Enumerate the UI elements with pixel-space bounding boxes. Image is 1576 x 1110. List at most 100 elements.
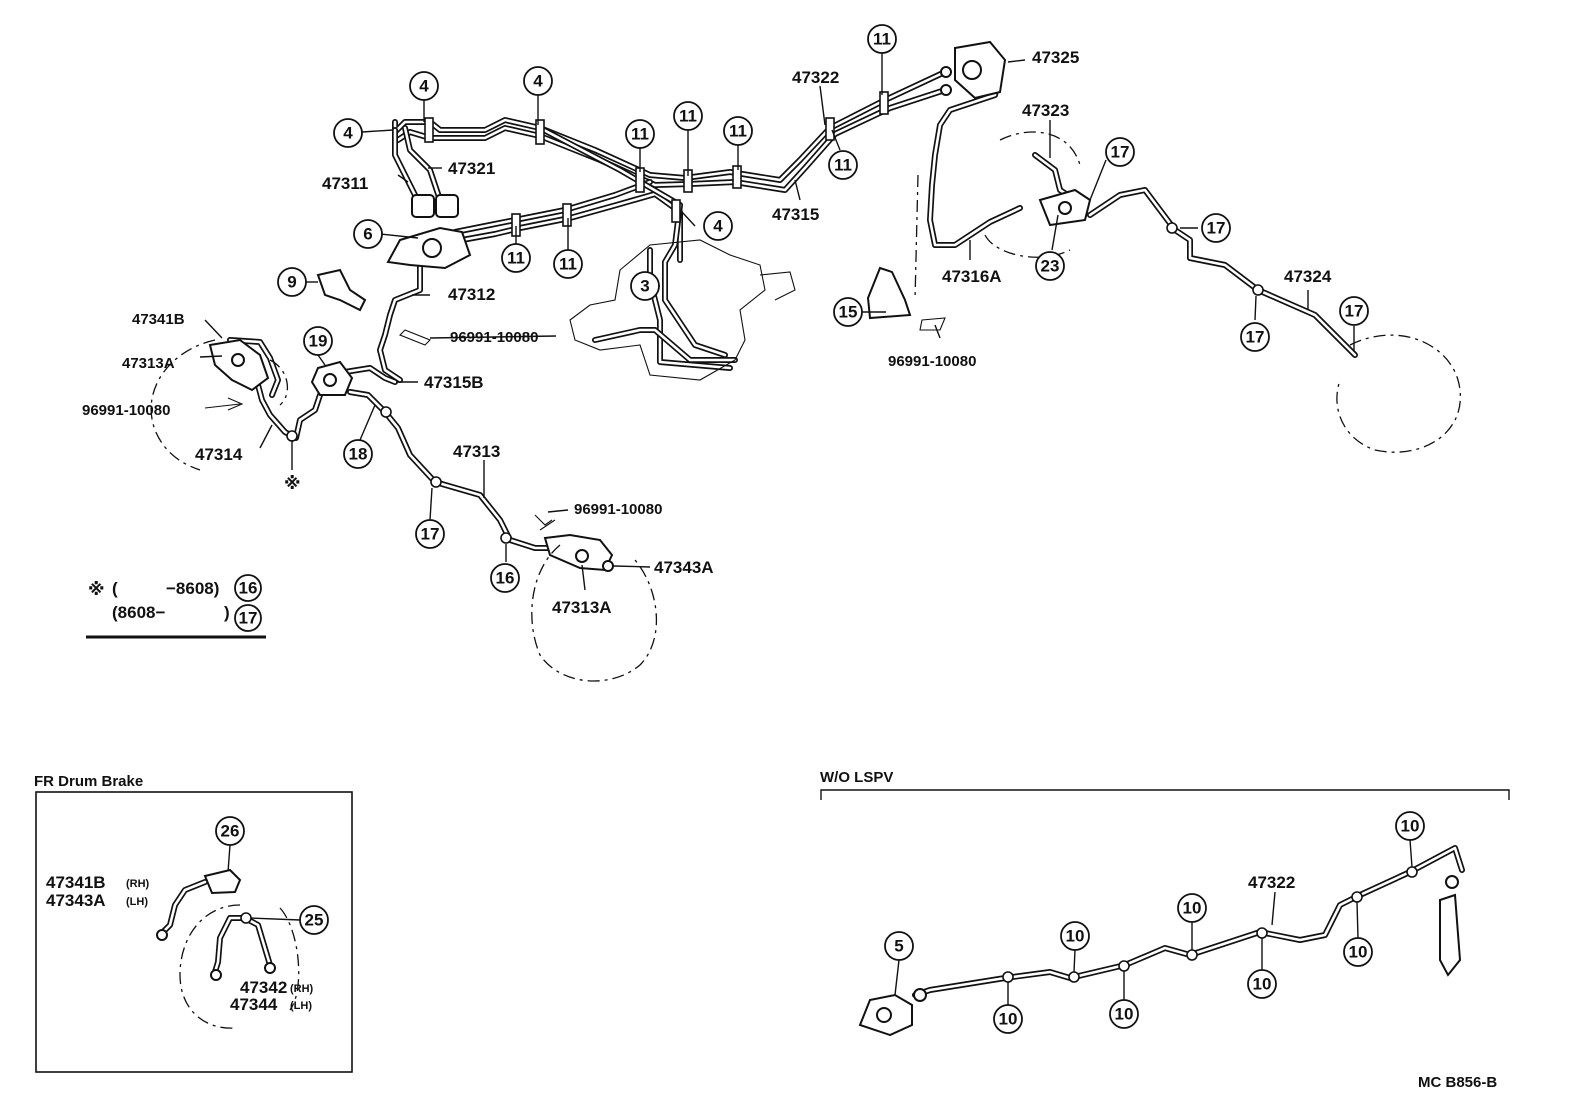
wo-lspv-inset: W/O LSPV 47322 5 10 10 10 (820, 769, 1510, 1037)
components (204, 40, 1092, 572)
svg-text:(LH): (LH) (126, 896, 148, 908)
svg-text:10: 10 (1401, 817, 1420, 836)
callout-4: 4 (409, 71, 439, 101)
svg-text:11: 11 (631, 125, 649, 144)
callout-11: 11 (553, 249, 583, 279)
svg-text:): ) (224, 603, 230, 622)
callout-17: 17 (1240, 322, 1270, 352)
callout-17: 17 (415, 519, 445, 549)
label-47315: 47315 (772, 205, 819, 224)
svg-text:11: 11 (873, 30, 891, 49)
fr-drum-brake-inset: FR Drum Brake 26 25 47341B (RH) 47343A (… (34, 773, 353, 1073)
label-47322: 47322 (792, 68, 839, 87)
callout-10: 10 (1060, 921, 1090, 951)
svg-text:16: 16 (239, 579, 258, 598)
label-47341b: 47341B (132, 311, 185, 328)
svg-text:17: 17 (239, 609, 258, 628)
svg-text:10: 10 (1066, 927, 1085, 946)
svg-text:47344: 47344 (230, 995, 278, 1014)
pipe-clips (286, 91, 1264, 544)
callout-17: 17 (1201, 213, 1231, 243)
leader-lines (199, 52, 1355, 591)
callout-23: 23 (1035, 251, 1065, 281)
svg-text:(: ( (112, 579, 118, 598)
svg-text:10: 10 (1253, 975, 1272, 994)
callout-18: 18 (343, 439, 373, 469)
svg-text:16: 16 (496, 569, 515, 588)
callout-10: 10 (1177, 893, 1207, 923)
callout-5: 5 (884, 931, 914, 961)
svg-text:9: 9 (287, 273, 296, 292)
label-47313a-bottom: 47313A (552, 598, 612, 617)
svg-text:※: ※ (88, 580, 105, 599)
svg-text:10: 10 (1115, 1005, 1134, 1024)
asterisk-mark: ※ (284, 474, 301, 493)
svg-text:4: 4 (533, 72, 543, 91)
callout-11: 11 (673, 101, 703, 131)
label-96991-a: 96991-10080 (450, 329, 538, 346)
svg-text:17: 17 (1111, 143, 1130, 162)
svg-text:10: 10 (1349, 943, 1368, 962)
svg-text:11: 11 (834, 156, 852, 175)
svg-text:10: 10 (999, 1010, 1018, 1029)
inset-title: FR Drum Brake (34, 773, 143, 790)
svg-text:4: 4 (419, 77, 429, 96)
callout-10: 10 (1247, 969, 1277, 999)
callout-19: 19 (303, 326, 333, 356)
svg-text:17: 17 (1207, 219, 1226, 238)
label-47322-inset: 47322 (1248, 873, 1295, 892)
svg-text:3: 3 (640, 277, 649, 296)
svg-text:11: 11 (559, 255, 577, 274)
callout-11: 11 (828, 150, 858, 180)
svg-text:11: 11 (729, 122, 747, 141)
svg-text:11: 11 (679, 107, 697, 126)
label-96991-c: 96991-10080 (82, 402, 170, 419)
main-brake-pipes (392, 69, 948, 371)
callout-10: 10 (993, 1004, 1023, 1034)
callout-10: 10 (1343, 937, 1373, 967)
svg-text:6: 6 (363, 225, 372, 244)
label-96991-d: 96991-10080 (574, 501, 662, 518)
callout-4: 4 (523, 66, 553, 96)
svg-text:(LH): (LH) (290, 1000, 312, 1012)
svg-text:47342: 47342 (240, 978, 287, 997)
label-47321: 47321 (448, 159, 495, 178)
callout-9: 9 (277, 267, 307, 297)
callout-17: 17 (1339, 296, 1369, 326)
svg-text:11: 11 (507, 249, 525, 268)
label-47343a: 47343A (654, 558, 714, 577)
callout-16: 16 (490, 563, 520, 593)
date-range-note: ※ ( −8608) 16 (8608− ) 17 (86, 574, 266, 639)
svg-text:(RH): (RH) (290, 983, 314, 995)
callout-11: 11 (867, 24, 897, 54)
svg-text:25: 25 (305, 911, 324, 930)
svg-text:18: 18 (349, 445, 368, 464)
label-47312: 47312 (448, 285, 495, 304)
label-47313a-left: 47313A (122, 355, 175, 372)
svg-text:23: 23 (1041, 257, 1060, 276)
label-96991-b: 96991-10080 (888, 353, 976, 370)
svg-text:17: 17 (1246, 328, 1265, 347)
label-47323: 47323 (1022, 101, 1069, 120)
callout-6: 6 (353, 219, 383, 249)
callout-3: 3 (630, 271, 660, 301)
callouts: 4 4 4 4 11 11 11 11 11 11 11 6 9 3 15 19… (277, 24, 1369, 593)
callout-11: 11 (625, 119, 655, 149)
callout-4: 4 (333, 118, 363, 148)
figure-code: MC B856-B (1418, 1074, 1497, 1091)
svg-text:19: 19 (309, 332, 328, 351)
svg-text:15: 15 (839, 303, 858, 322)
label-47311: 47311 (322, 174, 368, 193)
callout-4: 4 (703, 211, 733, 241)
callout-10: 10 (1109, 999, 1139, 1029)
label-47325: 47325 (1032, 48, 1079, 67)
label-47316a: 47316A (942, 267, 1002, 286)
callout-26: 26 (215, 816, 245, 846)
svg-text:4: 4 (343, 124, 353, 143)
inset-title: W/O LSPV (820, 769, 893, 786)
label-47324: 47324 (1284, 267, 1332, 286)
svg-text:(8608−: (8608− (112, 603, 165, 622)
wheel-outlines (150, 131, 1461, 682)
svg-text:4: 4 (713, 217, 723, 236)
